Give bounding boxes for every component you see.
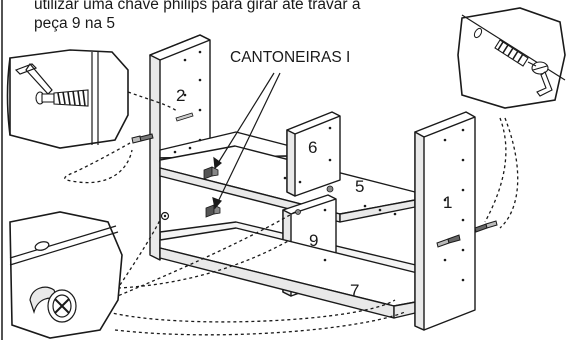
inset-top-left [6,49,129,149]
callout-arrows [212,72,281,210]
cam-bolt-panel2 [175,112,194,122]
screw-right-2 [474,220,498,233]
label-part-2: 2 [176,86,185,105]
inset-bottom-left [9,211,123,339]
hex-key-icon-right [536,71,553,97]
instruction-line-1: utilizar uma chave philips para girar at… [34,0,361,13]
drill-holes [173,50,465,282]
label-part-5: 5 [355,177,364,196]
screwdriver-cross-icon [54,298,70,314]
part-6-panel [286,111,341,197]
inset-top-right [457,7,566,109]
cam-bolt-icon-right [494,39,549,75]
dowels [295,185,334,215]
screw-right-1 [436,234,461,248]
label-part-9: 9 [309,231,318,250]
part-1-panel [414,111,476,331]
label-part-7: 7 [350,281,359,300]
label-part-1: 1 [443,193,452,212]
cam-bolt-left [131,133,154,144]
part-2-panel [149,34,211,261]
label-part-6: 6 [308,138,317,157]
shelf-unit [149,34,476,331]
cam-bolt-icon [35,89,89,107]
instruction-line-2: peça 9 na 5 [34,15,116,32]
cam-lock-icon [29,286,77,323]
callout-cantoneiras: CANTONEIRAS I [230,49,350,66]
corner-brackets [203,166,221,218]
leader-lines [64,91,519,336]
